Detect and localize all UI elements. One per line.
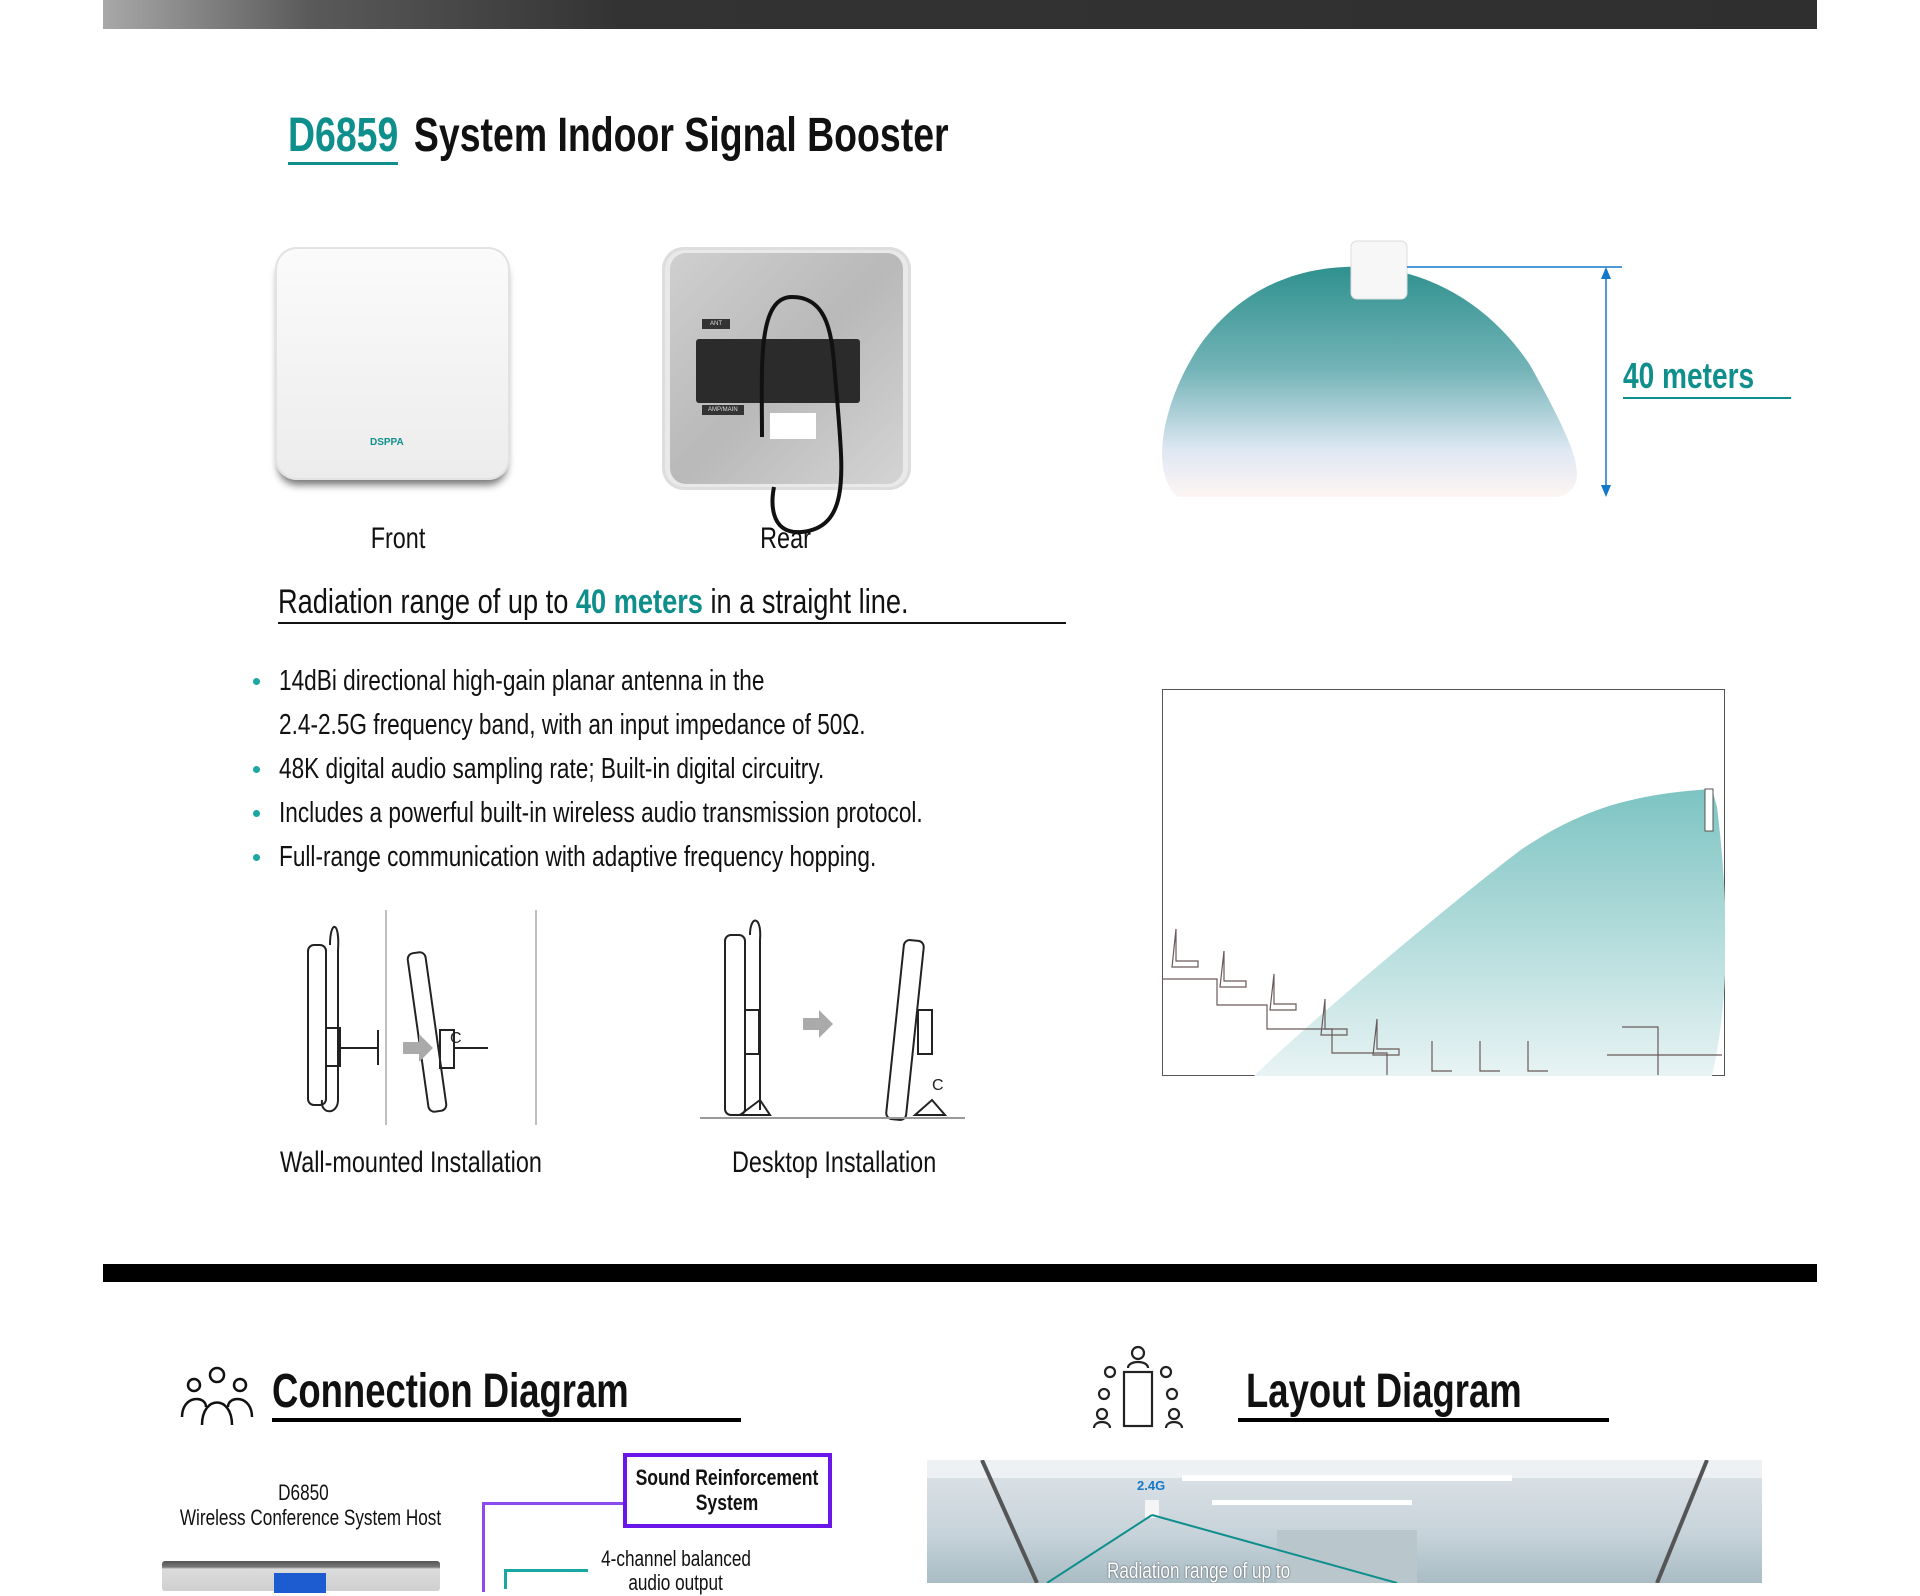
coverage-area (1162, 266, 1577, 497)
purple-connection-line-vertical (482, 1502, 485, 1592)
booster-icon (1145, 1500, 1159, 1518)
arrow-right-icon (403, 1034, 433, 1062)
photo-radiation-text: Radiation range of up to (1107, 1558, 1291, 1583)
title-underline (1238, 1418, 1525, 1422)
2-4g-badge: 2.4G (1137, 1478, 1166, 1493)
front-label: Front (370, 522, 426, 555)
front-product-image: DSPPA (275, 247, 510, 480)
output-label-line2: audio output (628, 1570, 724, 1595)
section-divider (103, 1264, 1817, 1282)
top-banner-bar (103, 0, 1817, 29)
radiation-range-text: Radiation range of up to 40 meters in a … (278, 583, 1067, 624)
product-title: System Indoor Signal Booster (413, 109, 949, 162)
wall-mount-illustration: C (307, 910, 537, 1125)
ant-port-label: ANT (702, 319, 730, 329)
wall-mount-label: Wall-mounted Installation (280, 1146, 542, 1179)
bullet-icon (253, 810, 260, 817)
arrow-right-icon (803, 1010, 833, 1038)
teal-connection-line (504, 1569, 588, 1572)
conference-table-icon (1092, 1345, 1184, 1429)
spec-sticker (770, 413, 816, 439)
host-name: Wireless Conference System Host (179, 1505, 442, 1530)
layout-room-photo: 2.4G Radiation range of up to (927, 1460, 1762, 1583)
people-group-icon (180, 1366, 254, 1426)
signal-coverage-area (1254, 789, 1725, 1076)
purple-connection-line (482, 1502, 623, 1505)
callout-c: C (450, 1030, 462, 1047)
output-label-line1: 4-channel balanced (601, 1546, 751, 1571)
title-underline (272, 1418, 627, 1422)
rear-label: Rear (760, 522, 812, 555)
amp-port-label: AMP/MAIN (702, 405, 744, 415)
room-photo-drawing (927, 1460, 1762, 1583)
layout-diagram-title: Layout Diagram (1246, 1366, 1609, 1422)
desktop-mount-illustration: C (700, 919, 965, 1121)
coverage-distance-label: 40 meters (1623, 355, 1792, 399)
host-model: D6850 (277, 1480, 329, 1505)
coverage-dome-diagram (1162, 240, 1622, 497)
bullet-icon (253, 854, 260, 861)
host-device-image (162, 1561, 440, 1593)
booster-device-icon (1350, 240, 1408, 300)
room-coverage-diagram (1162, 689, 1725, 1076)
sound-reinforcement-box: Sound Reinforcement System (623, 1453, 832, 1528)
rear-product-image: ANT AMP/MAIN (662, 247, 911, 535)
connection-diagram-title: Connection Diagram (272, 1366, 742, 1422)
callout-c: C (932, 1077, 944, 1094)
room-drawing (1162, 788, 1725, 1076)
teal-connection-line-vertical (504, 1569, 507, 1589)
booster-wall-icon (1704, 788, 1714, 832)
desktop-mount-label: Desktop Installation (732, 1146, 937, 1179)
bullet-icon (253, 766, 260, 773)
cable-icon (759, 294, 844, 535)
brand-logo: DSPPA (370, 437, 404, 448)
seating-rows (1162, 928, 1722, 1075)
model-number: D6859 (288, 109, 399, 165)
page-title: D6859 System Indoor Signal Booster (288, 108, 1135, 165)
bullet-icon (253, 678, 260, 685)
host-screen (274, 1573, 326, 1593)
